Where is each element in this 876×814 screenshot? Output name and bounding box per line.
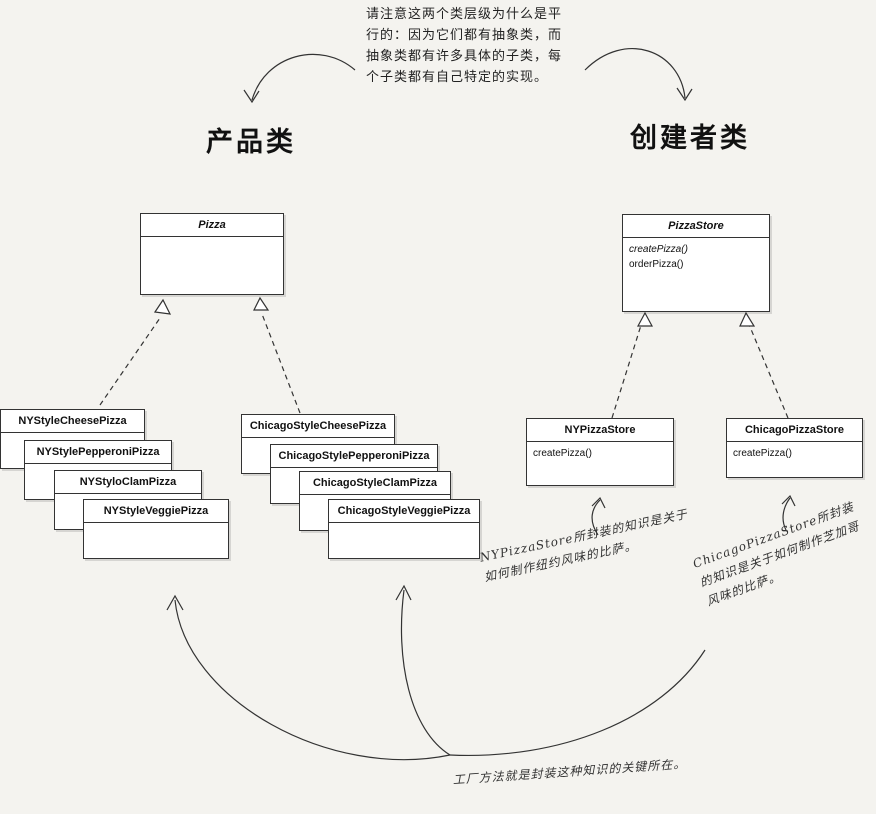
orderpizza-method: orderPizza()	[629, 259, 684, 270]
store-triangle-right	[739, 311, 756, 327]
chicago-note-arrow	[782, 497, 791, 531]
nypizzastore-method: createPizza()	[533, 448, 592, 459]
ny-cheese-pizza-name: NYStyleCheesePizza	[1, 410, 144, 433]
store-triangle-left	[636, 311, 654, 327]
ny-inherit-line	[99, 317, 161, 406]
pizzastore-class-box: PizzaStore createPizza() orderPizza()	[622, 214, 770, 312]
pizza-class-box: Pizza	[140, 213, 284, 295]
bottom-to-chicago-curve	[449, 649, 706, 757]
chicagopizzastore-box: ChicagoPizzaStore createPizza()	[726, 418, 863, 478]
ny-clam-pizza-name: NYStyloClamPizza	[55, 471, 201, 494]
chicago-veggie-pizza-box: ChicagoStyleVeggiePizza	[328, 499, 480, 559]
nypizzastore-box: NYPizzaStore createPizza()	[526, 418, 674, 486]
pizza-triangle-left	[153, 298, 172, 315]
chicagopizzastore-name: ChicagoPizzaStore	[727, 419, 862, 442]
top-right-arrowhead	[676, 87, 693, 102]
createpizza-abstract-method: createPizza()	[629, 244, 688, 255]
bottom-right-curve	[400, 589, 451, 756]
ny-note-arrow	[591, 499, 601, 536]
ny-pepperoni-pizza-name: NYStylePepperoniPizza	[25, 441, 171, 464]
nypizzastore-name: NYPizzaStore	[527, 419, 673, 442]
chicago-clam-pizza-name: ChicagoStyleClamPizza	[300, 472, 450, 495]
top-right-curve-arrow	[584, 48, 686, 99]
top-left-curve-arrow	[251, 53, 356, 101]
chicago-cheese-pizza-name: ChicagoStyleCheesePizza	[242, 415, 394, 438]
pizza-triangle-right	[253, 296, 270, 311]
chicago-pepperoni-pizza-name: ChicagoStylePepperoniPizza	[271, 445, 437, 468]
creator-heading: 创建者类	[630, 123, 750, 154]
top-note: 请注意这两个类层级为什么是平行的：因为它们都有抽象类，而抽象类都有许多具体的子类…	[366, 7, 563, 85]
ny-veggie-pizza-box: NYStyleVeggiePizza	[83, 499, 229, 559]
chicago-inherit-line	[261, 313, 301, 414]
chicagopizzastore-method: createPizza()	[733, 448, 792, 459]
chicagostore-inherit-line	[747, 321, 789, 419]
product-heading: 产品类	[206, 127, 296, 158]
pizza-class-name: Pizza	[141, 214, 283, 237]
bottom-left-curve	[174, 599, 451, 761]
chicago-veggie-pizza-name: ChicagoStyleVeggiePizza	[329, 500, 479, 523]
ny-veggie-pizza-name: NYStyleVeggiePizza	[84, 500, 228, 523]
nystore-inherit-line	[611, 321, 643, 419]
top-left-arrowhead	[243, 89, 260, 104]
pizzastore-class-name: PizzaStore	[623, 215, 769, 238]
